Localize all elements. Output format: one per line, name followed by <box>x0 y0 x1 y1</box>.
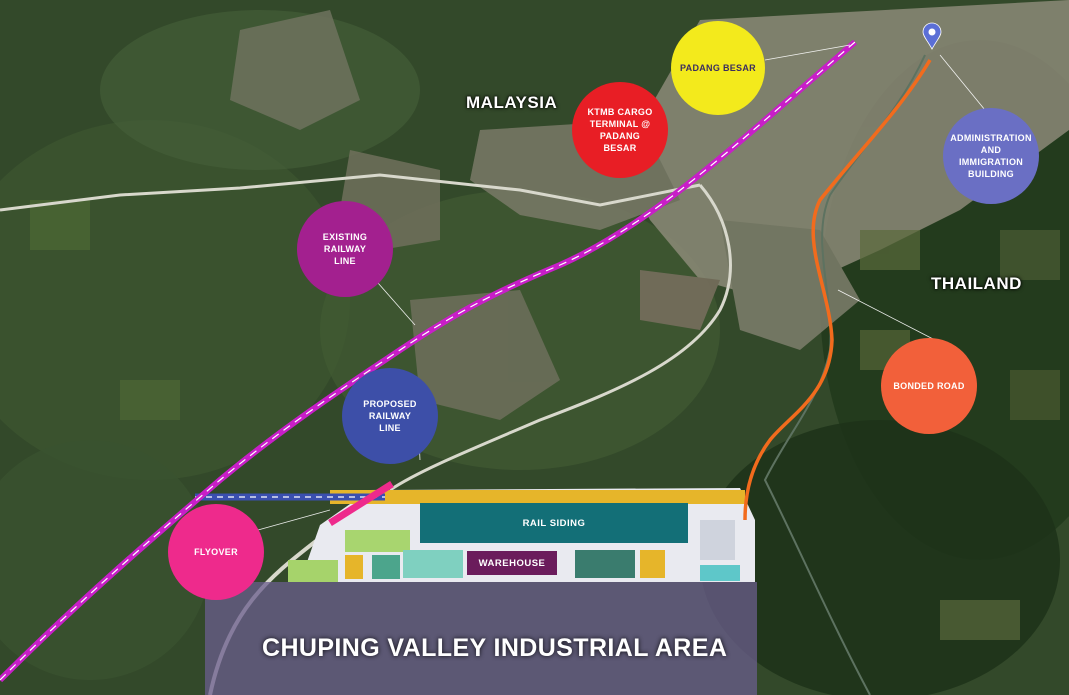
callout-administration-immigration: ADMINISTRATION AND IMMIGRATION BUILDING <box>943 108 1039 204</box>
country-label-malaysia: MALAYSIA <box>466 93 558 112</box>
callout-padang-besar: PADANG BESAR <box>671 21 765 115</box>
leader-lines <box>257 44 986 531</box>
industrial-area-overlay <box>205 582 757 695</box>
callout-ktmb-cargo-terminal: KTMB CARGO TERMINAL @ PADANG BESAR <box>572 82 668 178</box>
flyover-segment <box>328 481 394 526</box>
industrial-area-title: CHUPING VALLEY INDUSTRIAL AREA <box>262 634 728 662</box>
country-label-thailand: THAILAND <box>931 274 1022 293</box>
plantation-blocks <box>30 200 1060 640</box>
existing-railway-line <box>0 39 857 683</box>
callout-proposed-railway-line: PROPOSED RAILWAY LINE <box>342 368 438 464</box>
location-pin-icon <box>922 22 942 50</box>
bonded-road-line <box>743 59 932 521</box>
callout-existing-railway-line: EXISTING RAILWAY LINE <box>297 201 393 297</box>
warehouse-block: WAREHOUSE <box>467 551 557 575</box>
callout-flyover: FLYOVER <box>168 504 264 600</box>
callout-bonded-road: BONDED ROAD <box>881 338 977 434</box>
rail-siding-block: RAIL SIDING <box>420 503 688 543</box>
